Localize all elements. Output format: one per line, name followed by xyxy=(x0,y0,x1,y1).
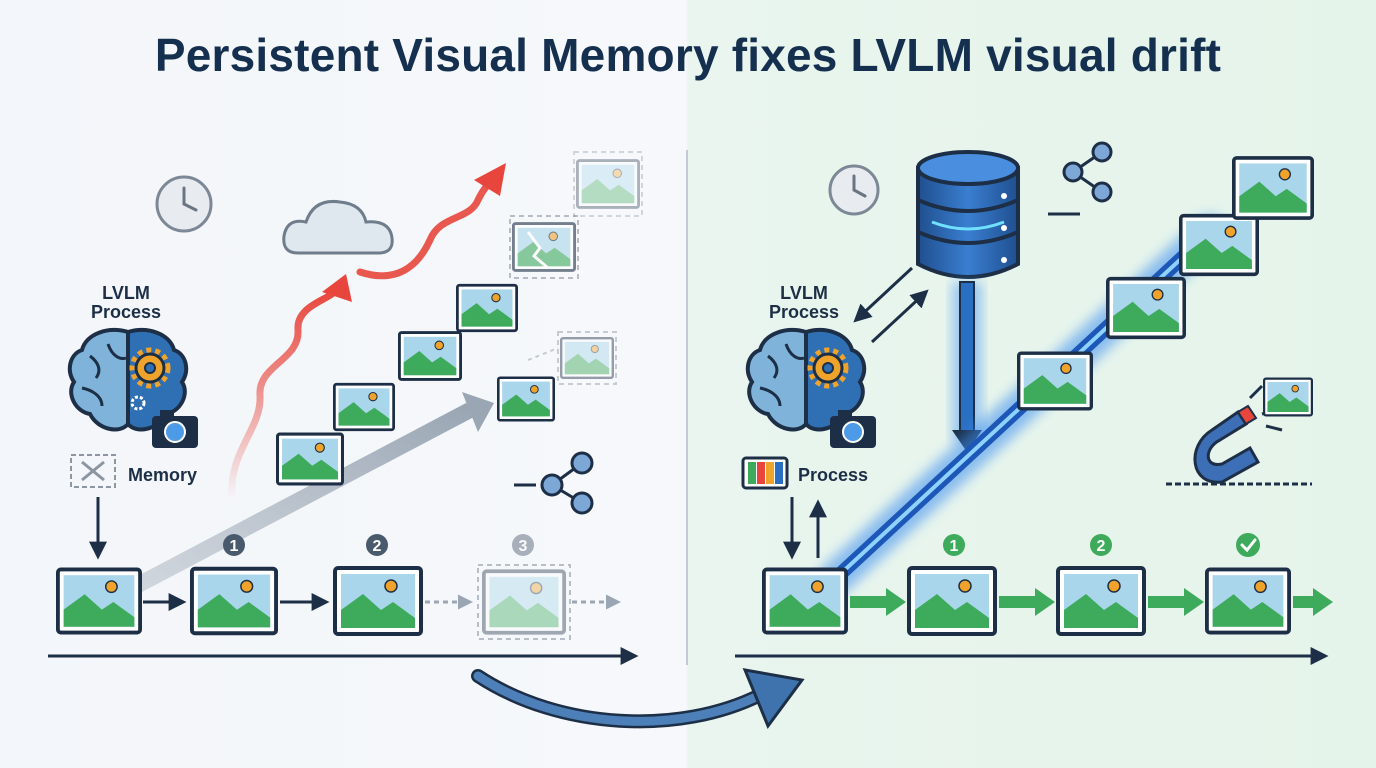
frame-right-3 xyxy=(1205,567,1291,635)
degraded-image-1 xyxy=(509,215,579,279)
process-label-left: Process xyxy=(91,302,161,322)
green-seq-arrow-2 xyxy=(999,588,1055,616)
database-icon xyxy=(916,150,1020,279)
step-badge-2: 2 xyxy=(366,534,388,556)
lvlm-label-left: LVLM xyxy=(102,283,150,303)
stable-image-4 xyxy=(1232,156,1314,220)
svg-text:3: 3 xyxy=(519,538,528,555)
drift-trend-arrow xyxy=(134,402,474,593)
stable-image-2 xyxy=(1108,279,1184,338)
transition-arrow-inner xyxy=(473,671,765,726)
memory-beam xyxy=(959,281,975,433)
clock-icon-right xyxy=(828,164,880,216)
share-icon xyxy=(514,451,594,515)
magnet-target-image xyxy=(1263,377,1313,417)
step-badge-right-2: 2 xyxy=(1090,534,1112,556)
share-icon-right xyxy=(1048,141,1113,216)
green-seq-arrow-1 xyxy=(850,588,906,616)
drift-image-5 xyxy=(497,376,555,422)
degraded-image-2 xyxy=(573,151,643,217)
step-badge-1: 1 xyxy=(223,534,245,556)
drift-image-1 xyxy=(276,432,344,486)
gear-icon-right xyxy=(807,347,849,389)
step-badge-3: 3 xyxy=(512,534,534,556)
small-gear-icon xyxy=(130,395,146,411)
svg-text:1: 1 xyxy=(950,538,959,555)
svg-text:2: 2 xyxy=(373,538,382,555)
svg-text:1: 1 xyxy=(230,538,239,555)
process-label-right: Process xyxy=(769,302,839,322)
gear-icon xyxy=(129,347,171,389)
frame-right-2 xyxy=(1056,566,1146,636)
green-seq-arrow-4 xyxy=(1293,588,1333,616)
degraded-image-3 xyxy=(527,331,617,385)
green-seq-arrow-3 xyxy=(1148,588,1204,616)
frame-right-1 xyxy=(907,566,997,636)
magnet-icon xyxy=(1193,384,1283,484)
frame-left-2 xyxy=(333,566,423,636)
stable-image-1 xyxy=(1017,351,1093,411)
svg-text:2: 2 xyxy=(1097,538,1106,555)
frame-left-3-faded xyxy=(477,564,571,640)
frame-left-0 xyxy=(56,567,142,635)
lvlm-label-right: LVLM xyxy=(780,283,828,303)
stable-image-3 xyxy=(1179,213,1259,277)
red-drift-arrowhead-2 xyxy=(474,163,506,196)
no-memory-icon xyxy=(70,454,116,488)
page-title: Persistent Visual Memory fixes LVLM visu… xyxy=(154,29,1222,81)
drift-image-3 xyxy=(398,330,462,382)
process-memory-label: Process xyxy=(798,465,868,485)
frame-left-1 xyxy=(190,566,278,636)
camera-icon xyxy=(152,410,198,448)
cloud-icon xyxy=(282,199,394,255)
transition-arrowhead xyxy=(742,668,805,730)
store-arrow-out xyxy=(870,289,929,344)
camera-icon-right xyxy=(830,410,876,448)
drift-image-4 xyxy=(456,283,518,333)
red-drift-arrowhead-1 xyxy=(322,274,352,302)
drift-trend-arrowhead xyxy=(462,392,494,432)
check-badge-icon xyxy=(1236,533,1260,557)
memory-label: Memory xyxy=(128,465,197,485)
step-badge-right-1: 1 xyxy=(943,534,965,556)
memory-strip-icon xyxy=(741,456,789,490)
drift-image-2 xyxy=(333,382,395,432)
frame-right-0 xyxy=(762,567,848,635)
recall-arrow-in xyxy=(853,266,914,323)
clock-icon xyxy=(155,175,213,233)
red-drift-arrow-2 xyxy=(356,178,496,280)
red-drift-arrow-1 xyxy=(228,286,340,504)
